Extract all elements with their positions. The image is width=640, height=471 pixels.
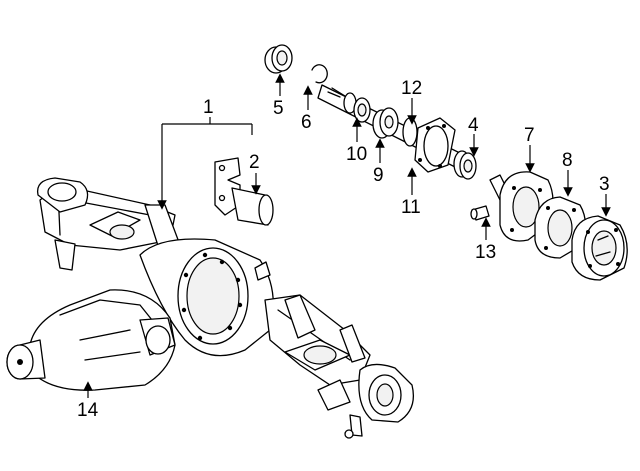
callout-14: 14 — [77, 400, 99, 421]
differential-carrier — [6, 289, 176, 391]
part-13-bolt — [470, 205, 490, 221]
callout-labels: 1 2 3 4 5 6 7 8 9 10 11 12 13 14 — [77, 78, 610, 421]
part-5-seal — [264, 44, 293, 74]
callout-4: 4 — [468, 115, 479, 136]
callout-10: 10 — [346, 144, 367, 165]
callout-2: 2 — [249, 152, 260, 173]
callout-6: 6 — [301, 112, 312, 133]
callout-5: 5 — [273, 98, 284, 119]
callout-9: 9 — [373, 165, 384, 186]
callout-8: 8 — [562, 150, 573, 171]
callout-11: 11 — [401, 197, 421, 218]
axle-shaft — [317, 84, 477, 180]
part-6-snap-ring — [311, 64, 328, 84]
callout-1: 1 — [203, 97, 214, 118]
callout-7: 7 — [524, 125, 535, 146]
part-3-hub — [571, 215, 628, 281]
leader-lines — [83, 73, 611, 398]
part-2-sleeve — [214, 157, 274, 226]
callout-13: 13 — [475, 242, 496, 263]
callout-3: 3 — [599, 174, 610, 195]
axle-housing — [36, 177, 415, 439]
callout-12: 12 — [401, 78, 422, 99]
